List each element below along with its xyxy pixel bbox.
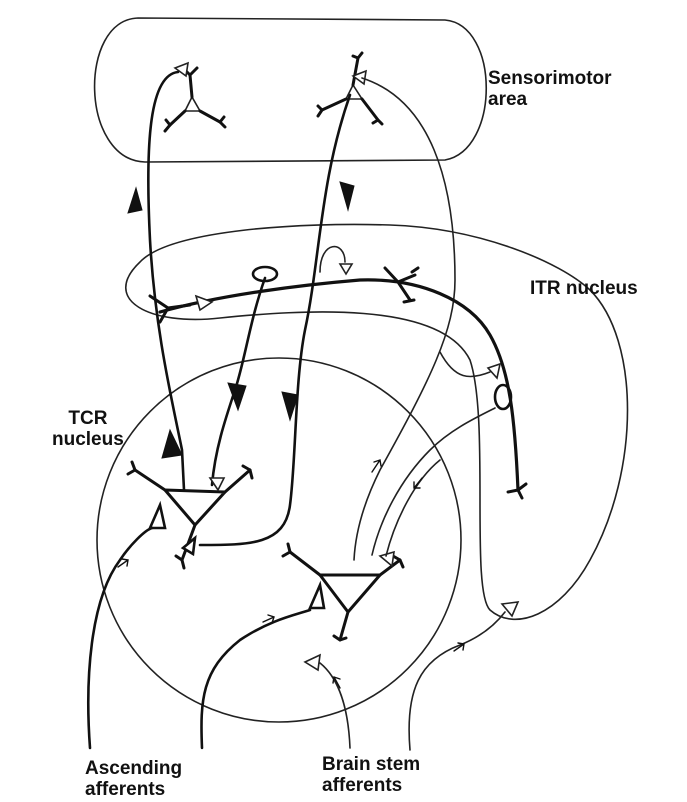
corticothalamic-branch-itr — [212, 278, 265, 485]
itr-main-axon — [160, 280, 518, 490]
cortical-neuron-left — [165, 68, 225, 131]
tcr-nucleus-outline — [97, 358, 461, 722]
tcr-synapse-left-a — [150, 505, 165, 528]
ascending-afferents-label: Ascending afferents — [85, 758, 182, 800]
sensorimotor-area-outline — [95, 18, 487, 162]
itr-collateral — [440, 352, 490, 377]
thalamocortical-axon — [148, 72, 184, 490]
ascending-label-line2: afferents — [85, 779, 182, 800]
ascending-label-line1: Ascending — [85, 758, 182, 779]
tcr-label-line1: TCR — [52, 408, 124, 429]
brainstem-label-line1: Brain stem — [322, 754, 420, 775]
tcr-label-line2: nucleus — [52, 429, 124, 450]
itr-collateral-loop — [320, 247, 345, 272]
arrow-up-left — [128, 188, 142, 213]
arrow-down-right — [340, 182, 354, 210]
sensorimotor-label-line2: area — [488, 89, 612, 110]
small-arrow-2 — [263, 615, 274, 623]
small-arrow-3 — [333, 677, 340, 688]
cortical-synapse-left — [175, 63, 188, 76]
itr-label-line1: ITR nucleus — [530, 278, 638, 299]
itr-synapse-top — [340, 264, 352, 274]
brainstem-label-line2: afferents — [322, 775, 420, 796]
sensorimotor-label-line1: Sensorimotor — [488, 68, 612, 89]
itr-neuron-left — [150, 296, 212, 322]
brainstem-afferent-3 — [372, 408, 495, 555]
tcr-synapse-right-a — [310, 585, 324, 608]
itr-nucleus-label: ITR nucleus — [530, 278, 638, 299]
brainstem-afferent-2 — [409, 612, 505, 750]
ascending-afferent-2 — [201, 610, 310, 748]
brainstem-afferent-4 — [386, 460, 440, 556]
small-arrow-6 — [414, 478, 422, 488]
sensorimotor-area-label: Sensorimotor area — [488, 68, 612, 110]
itr-synapse-right — [488, 364, 500, 378]
tcr-nucleus-label: TCR nucleus — [52, 408, 124, 450]
brainstem-afferent-1 — [320, 663, 350, 748]
cortical-neuron-right — [318, 53, 382, 124]
brainstem-afferents-label: Brain stem afferents — [322, 754, 420, 796]
brainstem-synapse-1 — [305, 655, 320, 670]
